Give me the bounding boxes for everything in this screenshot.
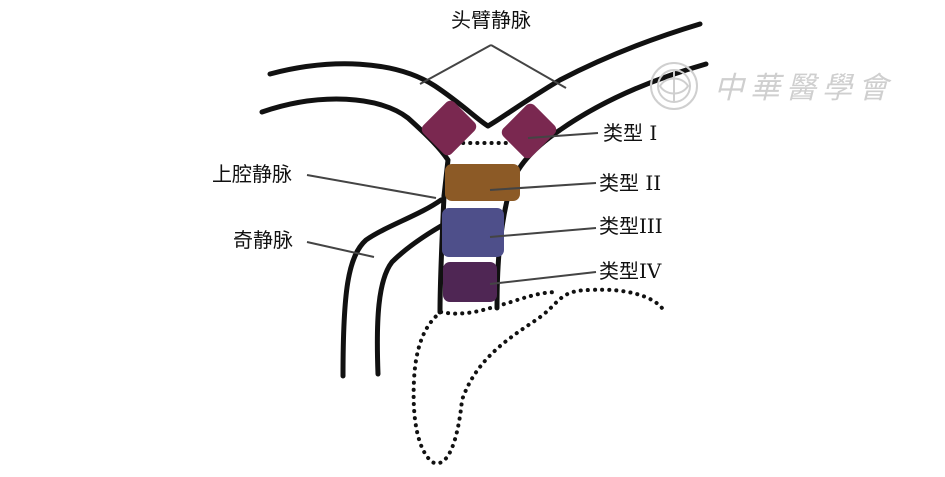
svc-base-dotted-line bbox=[439, 290, 560, 316]
watermark: 中華醫學會 bbox=[650, 62, 894, 110]
dotted-outlines bbox=[411, 141, 664, 466]
brachiocephalic-vein-label: 头臂静脉 bbox=[451, 8, 531, 32]
brachiocephalic-pointer-left bbox=[419, 44, 492, 85]
type1-label: 类型 I bbox=[603, 121, 657, 145]
watermark-text: 中華醫學會 bbox=[714, 71, 894, 106]
type1-left-zone bbox=[421, 100, 477, 156]
type2-zone bbox=[445, 164, 520, 201]
svc-left-wall bbox=[437, 193, 447, 315]
type4-label: 类型IV bbox=[599, 259, 662, 283]
type1-right-zone bbox=[501, 103, 557, 159]
type4-pointer bbox=[489, 271, 597, 285]
watermark-seal-icon bbox=[650, 62, 698, 110]
obstruction-zones bbox=[421, 100, 557, 302]
type1-pointer bbox=[527, 132, 599, 139]
azygos-vein-label: 奇静脉 bbox=[233, 228, 293, 252]
type3-pointer bbox=[489, 227, 597, 238]
right-atrium-dotted-outline bbox=[411, 287, 664, 466]
svc-pointer bbox=[306, 174, 437, 199]
type4-zone bbox=[443, 262, 497, 302]
type3-zone bbox=[442, 208, 504, 257]
azygos-outer-wall bbox=[340, 197, 444, 379]
labels: 头臂静脉 上腔静脉 奇静脉 类型 I 类型 II 类型III 类型IV bbox=[212, 8, 663, 283]
svc-label: 上腔静脉 bbox=[212, 162, 292, 186]
pointer-lines bbox=[306, 44, 599, 285]
brachiocephalic-pointer-right bbox=[490, 44, 567, 89]
type3-label: 类型III bbox=[599, 214, 663, 238]
right-brachiocephalic-outer-wall bbox=[485, 21, 703, 129]
type2-label: 类型 II bbox=[599, 171, 661, 195]
azygos-inner-wall bbox=[374, 223, 444, 377]
left-brachiocephalic-outer-wall bbox=[267, 61, 491, 129]
azygos-pointer bbox=[306, 241, 375, 258]
type2-pointer bbox=[489, 182, 597, 191]
